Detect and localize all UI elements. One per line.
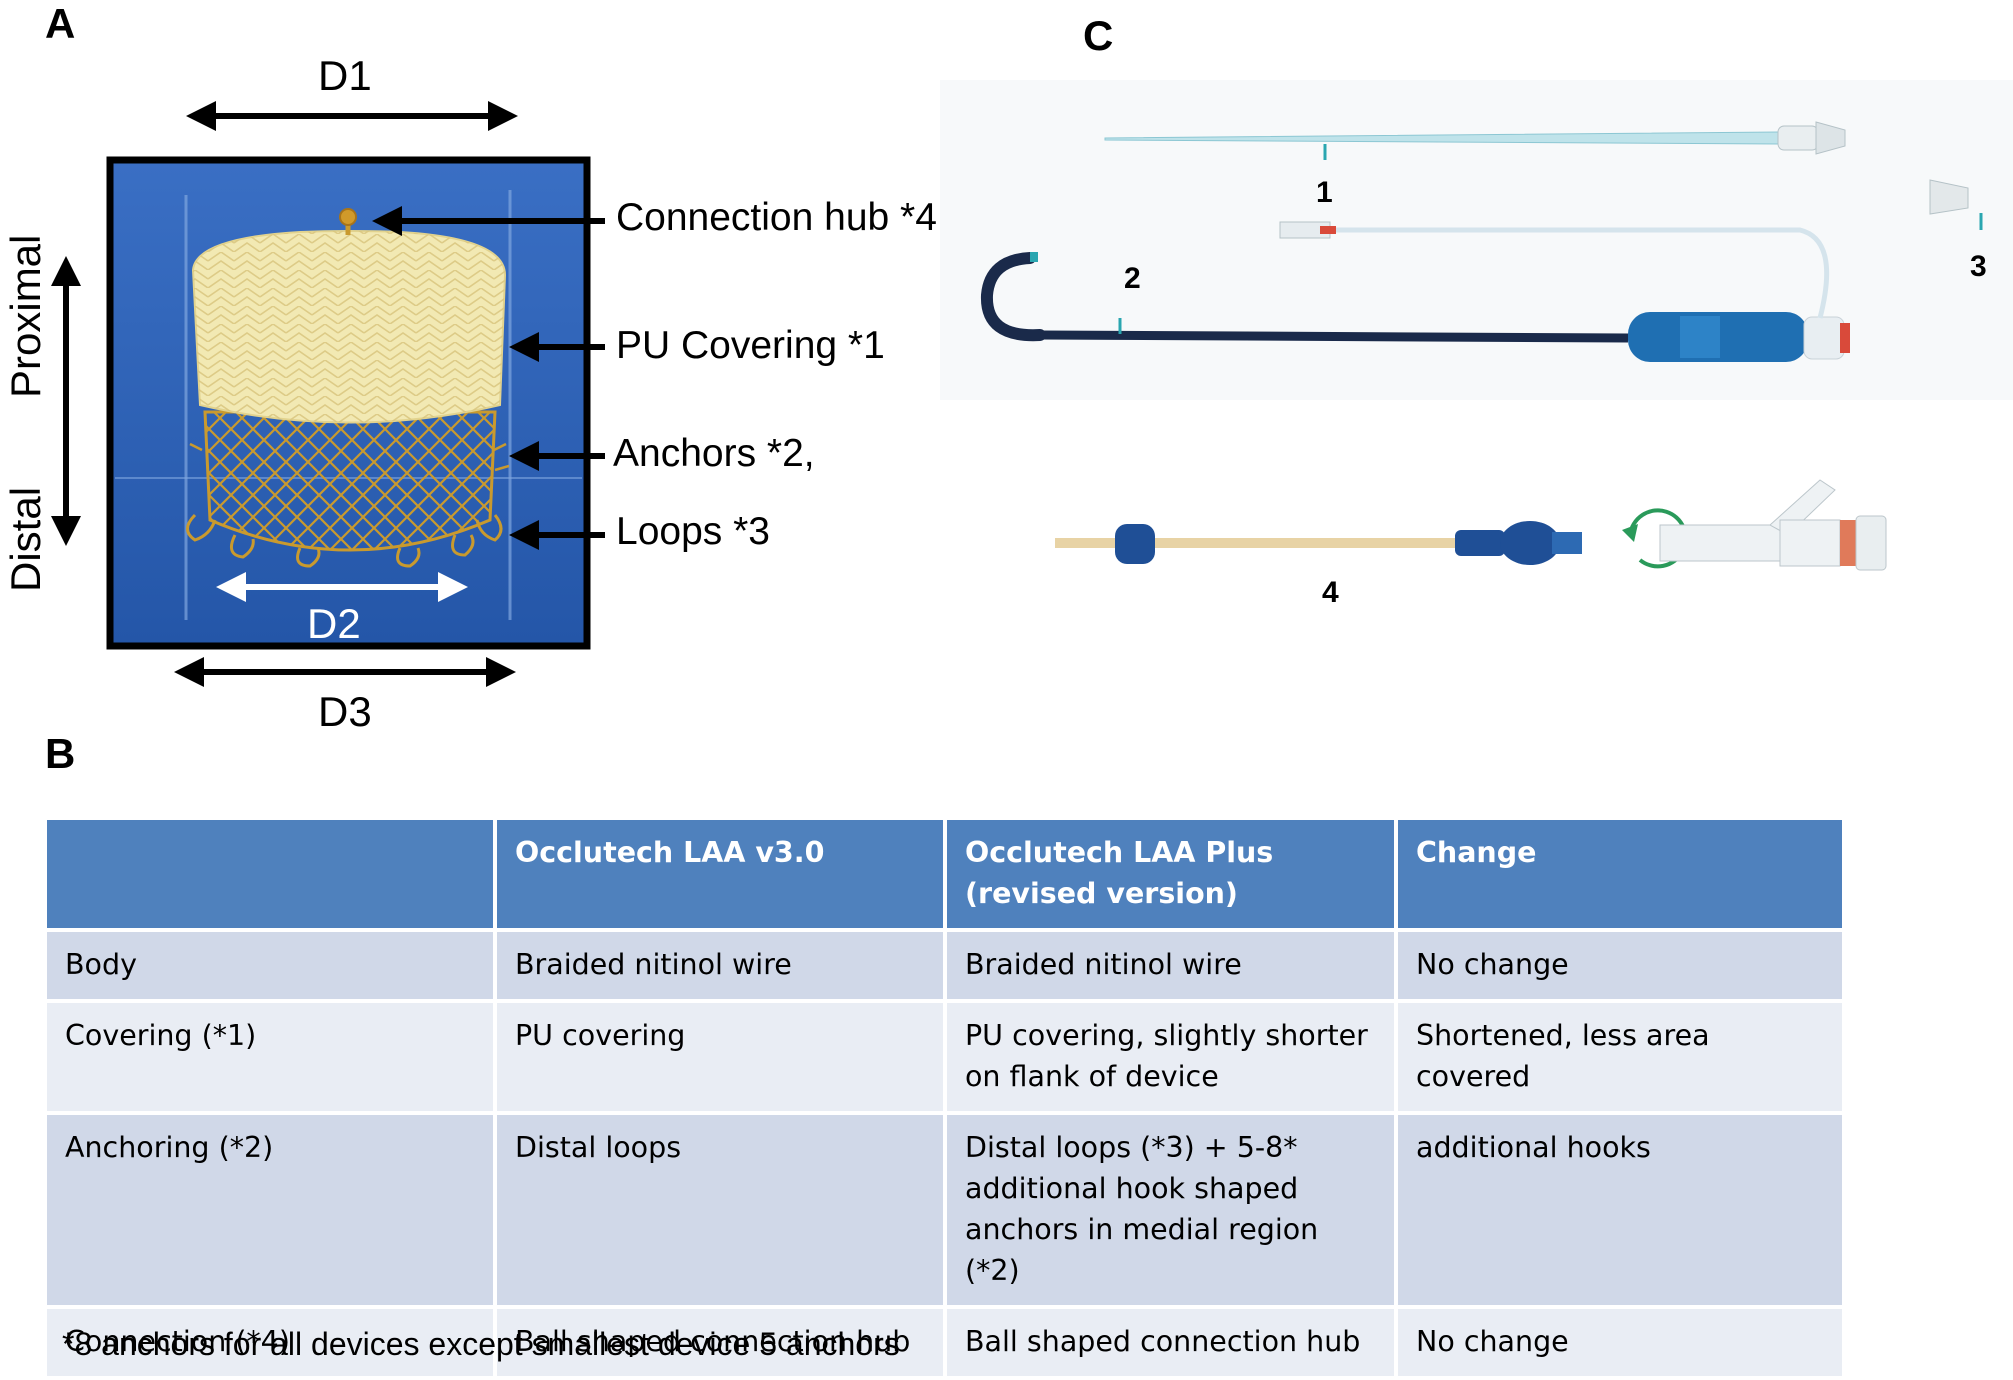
d2-label: D2 [307,600,361,647]
table-cell: No change [1394,1305,1846,1380]
table-footnote: *8 anchors for all devices except smalle… [62,1326,900,1362]
table-row: Anchoring (*2) Distal loops Distal loops… [43,1111,1846,1309]
item-3-label: 3 [1970,250,1987,283]
item-4-loader [1055,479,1887,571]
table-row: Body Braided nitinol wire Braided nitino… [43,928,1846,1003]
table-cell: No change [1394,928,1846,1003]
table-row: Covering (*1) PU covering PU covering, s… [43,999,1846,1115]
panel-label-c: C [1083,12,1114,59]
table-cell: Distal loops (*3) + 5-8* additional hook… [943,1111,1398,1309]
table-cell: Body [43,928,497,1003]
table-header-cell: Change [1394,816,1846,932]
proximal-label: Proximal [2,234,49,398]
table-cell: Ball shaped connection hub [943,1305,1398,1380]
table-cell: Covering (*1) [43,999,497,1115]
item-4-label: 4 [1322,576,1339,609]
table-cell: Shortened, less area covered [1394,999,1846,1115]
table-cell: Distal loops [493,1111,947,1309]
hook-anchors [189,442,510,472]
loops-callout: Loops *3 [616,510,770,553]
d1-label: D1 [318,52,372,99]
panel-label-b: B [45,730,76,777]
table-cell: PU covering [493,999,947,1115]
d3-label: D3 [318,688,372,735]
distal-label: Distal [2,486,49,592]
table-row: Connection (*4) Ball shaped connection h… [43,1305,1846,1380]
pu-covering-callout: PU Covering *1 [616,324,885,367]
device-photo-panel [51,101,605,687]
table-header-cell: Occlutech LAA v3.0 [493,816,947,932]
table-cell: Anchoring (*2) [43,1111,497,1309]
connection-hub [339,208,357,226]
table-cell: additional hooks [1394,1111,1846,1309]
comparison-table: Occlutech LAA v3.0 Occlutech LAA Plus (r… [43,816,1846,1380]
anchors-callout: Anchors *2, [613,432,815,475]
item-1-dilator [1104,121,1846,160]
panel-label-a: A [45,0,76,47]
wire-mesh [203,410,497,552]
connection-hub-callout: Connection hub *4 [616,196,937,239]
item-2-label: 2 [1124,262,1141,295]
delivery-system-panel [940,80,2013,571]
table-cell: Braided nitinol wire [943,928,1398,1003]
table-cell: Braided nitinol wire [493,928,947,1003]
item-2-sheath [980,221,1850,362]
loader-cap-right [1500,521,1560,565]
item-1-label: 1 [1316,176,1333,209]
distal-loops [186,513,503,568]
table-header-cell [43,816,497,932]
loader-cap-left [1115,524,1155,564]
item-3-cap [1929,179,1983,230]
table-header-cell: Occlutech LAA Plus (revised version) [943,816,1398,932]
table-cell: PU covering, slightly shorter on flank o… [943,999,1398,1115]
table-header-row: Occlutech LAA v3.0 Occlutech LAA Plus (r… [43,816,1846,932]
